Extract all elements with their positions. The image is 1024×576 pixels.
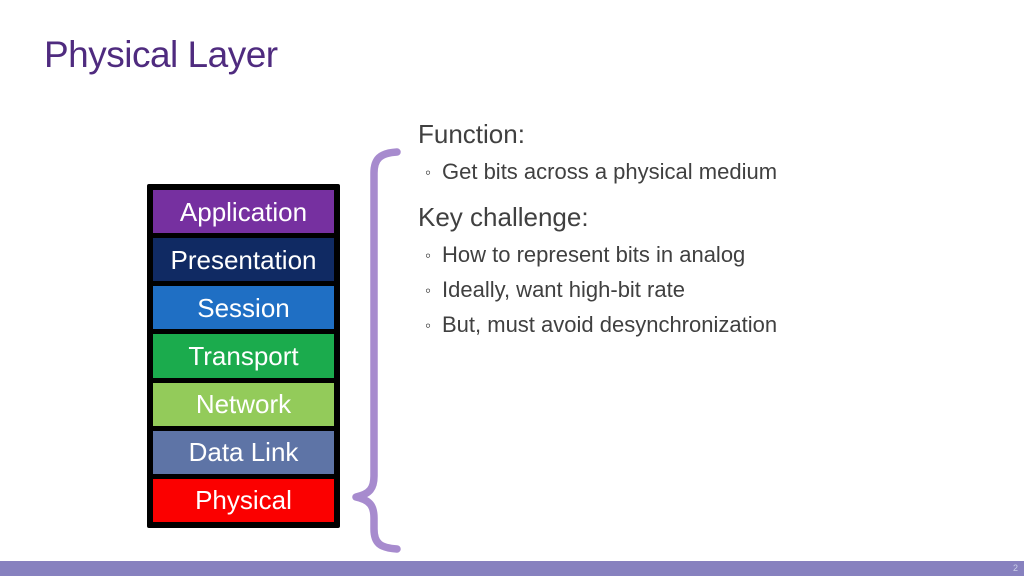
bullet-item: ◦ Get bits across a physical medium <box>418 158 898 186</box>
section-function: Function: ◦ Get bits across a physical m… <box>418 118 898 186</box>
section-heading: Function: <box>418 119 525 149</box>
layer-network: Network <box>153 382 334 426</box>
bullet-item: ◦ How to represent bits in analog <box>418 241 898 269</box>
bullet-text: Ideally, want high-bit rate <box>442 277 685 302</box>
bullet-text: But, must avoid desynchronization <box>442 312 778 337</box>
bullet-item: ◦ But, must avoid desynchronization <box>418 311 898 339</box>
layer-physical: Physical <box>153 478 334 522</box>
section-heading: Key challenge: <box>418 202 589 232</box>
bullet-text: How to represent bits in analog <box>442 242 746 267</box>
bullet-item: ◦ Ideally, want high-bit rate <box>418 276 898 304</box>
brace-annotation-icon <box>352 148 401 553</box>
footer-bar: 2 <box>0 561 1024 576</box>
section-key-challenge: Key challenge: ◦ How to represent bits i… <box>418 201 898 339</box>
bullet-text: Get bits across a physical medium <box>442 159 778 184</box>
layer-application: Application <box>153 190 334 234</box>
bullet-marker-icon: ◦ <box>425 316 432 335</box>
page-title: Physical Layer <box>44 34 278 75</box>
layer-session: Session <box>153 286 334 330</box>
bullet-marker-icon: ◦ <box>425 281 432 300</box>
osi-stack-diagram: Application Presentation Session Transpo… <box>147 184 340 528</box>
bullet-marker-icon: ◦ <box>425 163 432 182</box>
bullet-marker-icon: ◦ <box>425 246 432 265</box>
layer-presentation: Presentation <box>153 238 334 282</box>
layer-transport: Transport <box>153 334 334 378</box>
layer-data-link: Data Link <box>153 430 334 474</box>
page-number: 2 <box>1012 563 1018 573</box>
content-block: Function: ◦ Get bits across a physical m… <box>418 118 898 339</box>
